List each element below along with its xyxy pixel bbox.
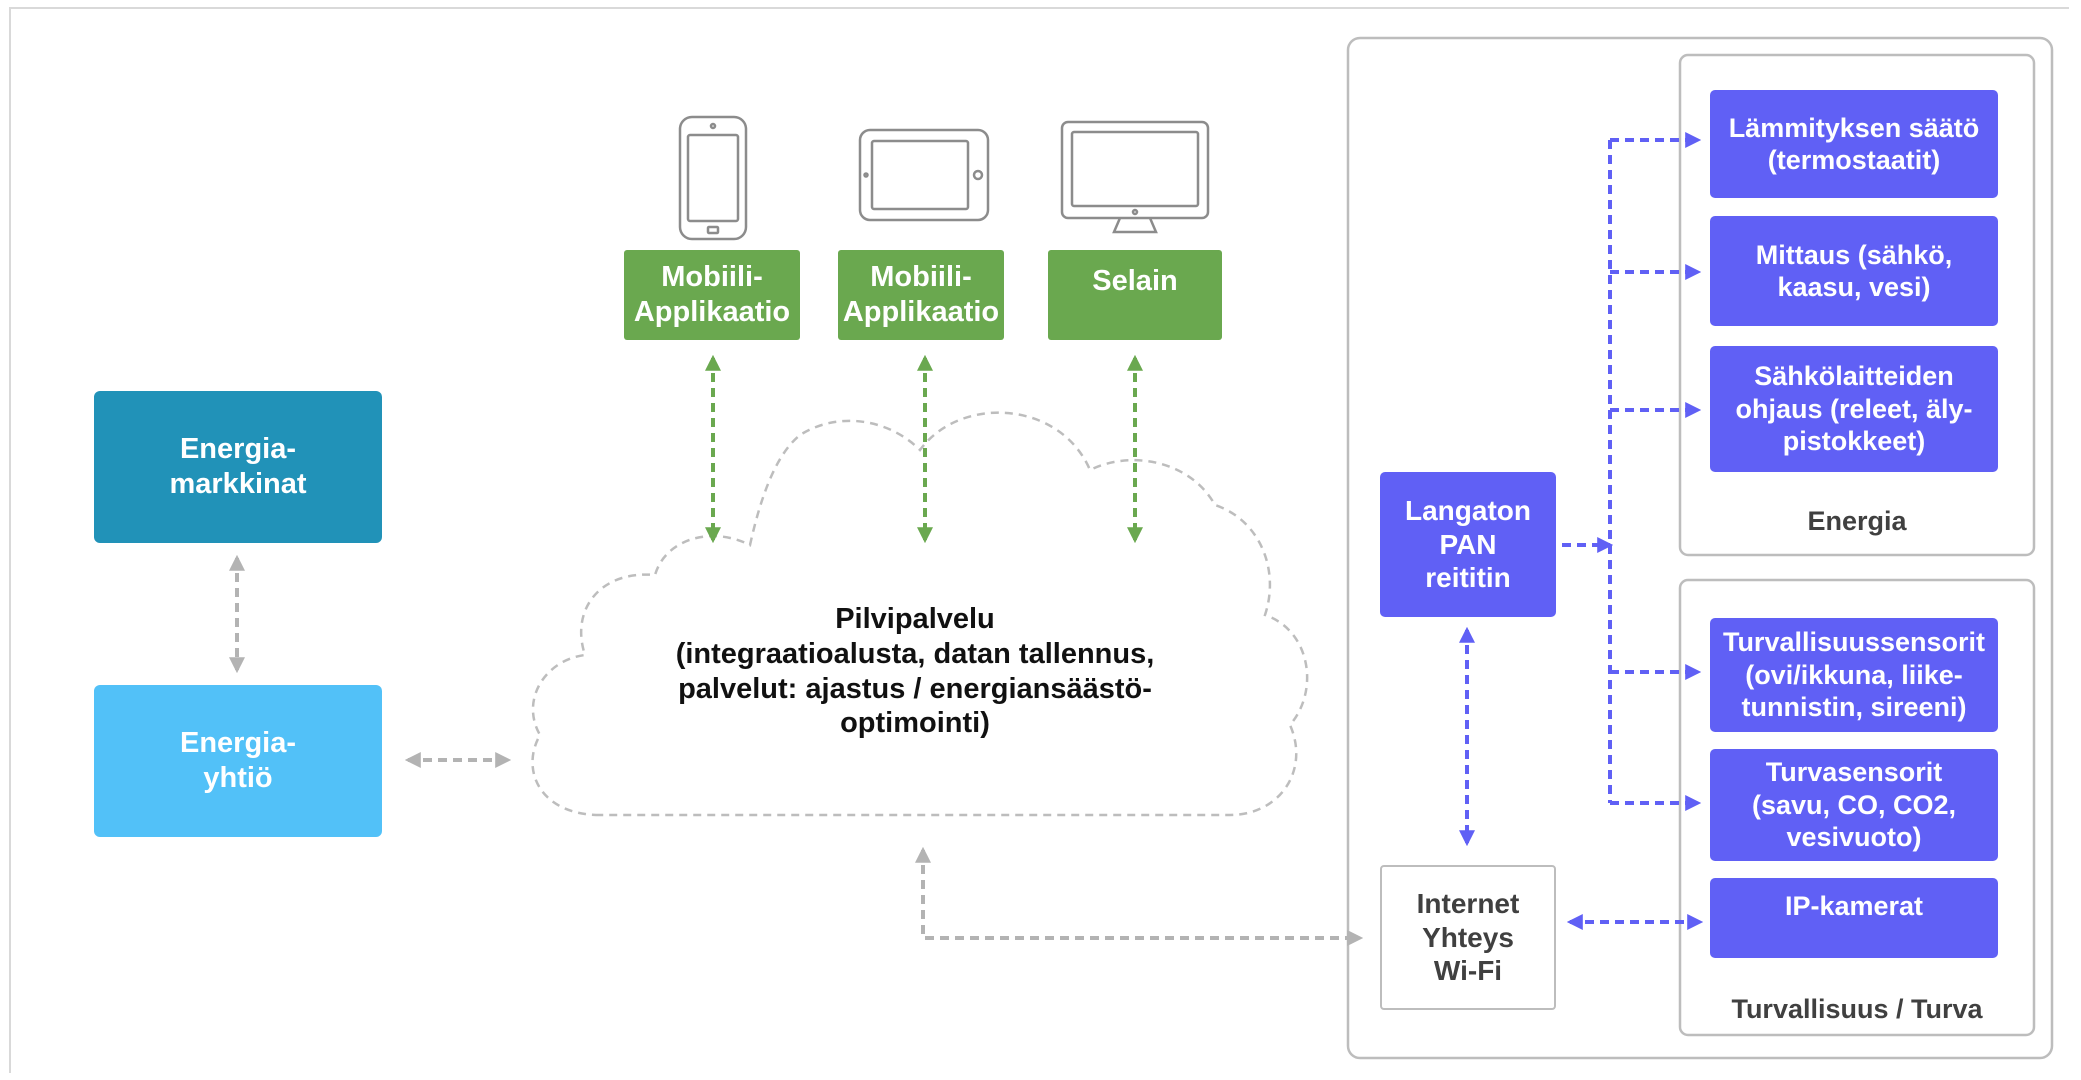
cloud-shape — [531, 411, 1309, 817]
heating-control-node: Lämmityksen säätö (termostaatit) — [1710, 90, 1998, 198]
cloud-internet-connector — [915, 846, 1364, 946]
mobile-app-1-node: Mobiili- Applikaatio — [624, 250, 800, 340]
security-sensors-node: Turvallisuussensorit (ovi/ikkuna, liike-… — [1710, 618, 1998, 732]
wireless-router-node: Langaton PAN reititin — [1380, 472, 1556, 617]
security-group — [1678, 578, 2036, 1037]
appliance-control-node: Sähkölaitteiden ohjaus (releet, äly- pis… — [1710, 346, 1998, 472]
browser-node: Selain — [1048, 250, 1222, 340]
security-group-label: Turvallisuus / Turva — [1731, 994, 1983, 1024]
energy-markets-node: Energia- markkinat — [94, 391, 382, 543]
energy-group — [1678, 53, 2036, 557]
metering-node: Mittaus (sähkö, kaasu, vesi) — [1710, 216, 1998, 326]
monitor-icon — [1060, 120, 1210, 234]
ip-cameras-node: IP-kamerat — [1710, 878, 1998, 958]
energy-company-node: Energia- yhtiö — [94, 685, 382, 837]
home-devices-container — [1346, 36, 2054, 1060]
smartphone-icon — [678, 115, 748, 241]
cloud-service-label: Pilvipalvelu (integraatioalusta, datan t… — [675, 603, 1155, 740]
internet-connection-node: Internet Yhteys Wi-Fi — [1380, 865, 1556, 1010]
diagram-frame — [9, 7, 2069, 1073]
safety-sensors-node: Turvasensorit (savu, CO, CO2, vesivuoto) — [1710, 749, 1998, 861]
tablet-icon — [858, 128, 990, 222]
mobile-app-2-node: Mobiili- Applikaatio — [838, 250, 1004, 340]
energy-group-label: Energia — [1807, 506, 1907, 536]
